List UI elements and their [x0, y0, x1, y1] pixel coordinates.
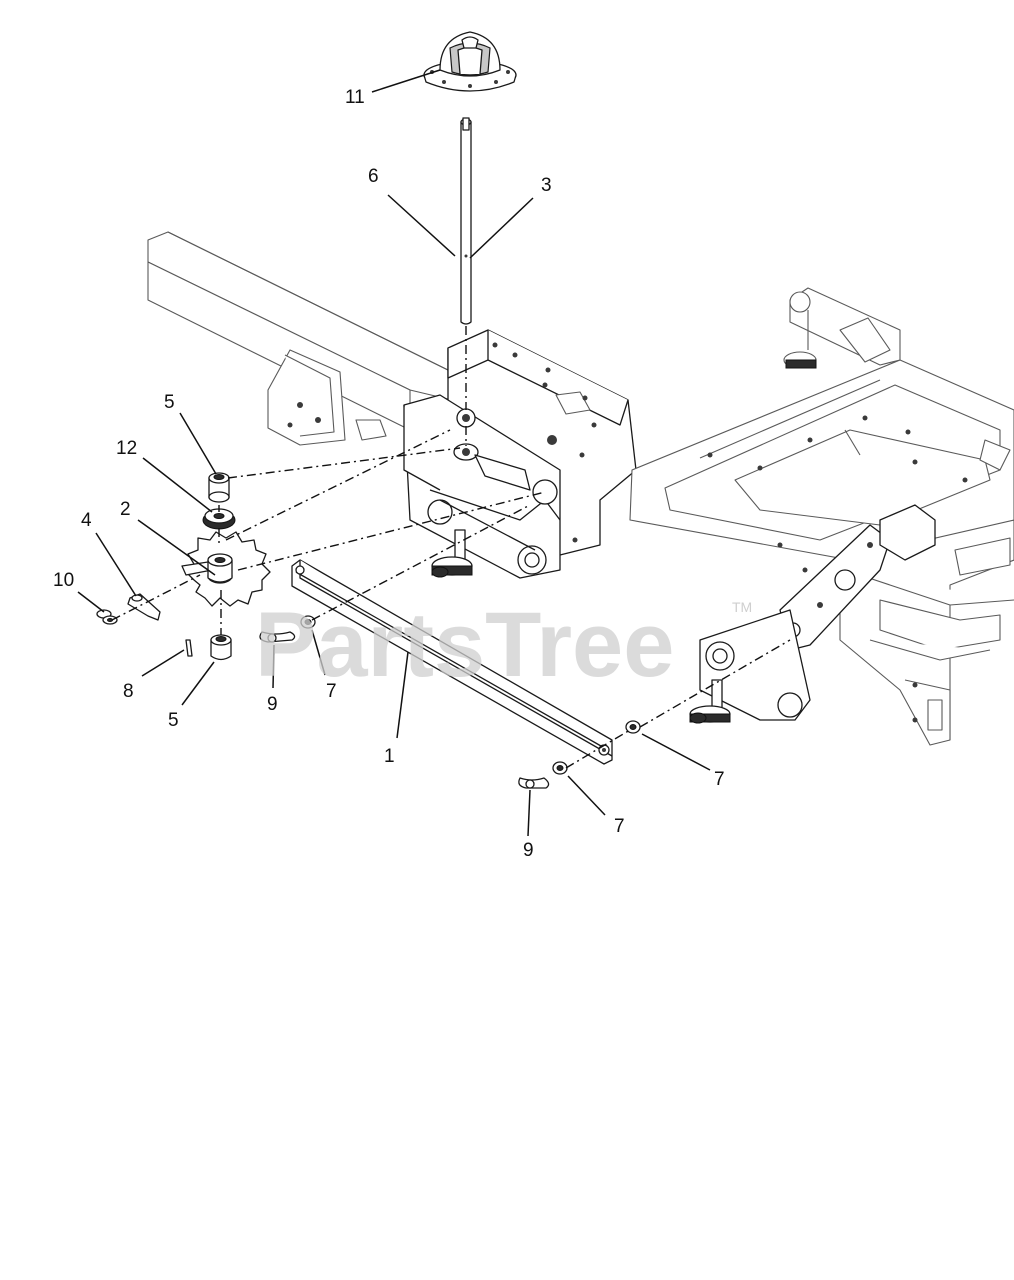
callout-12: 12	[116, 438, 137, 459]
part-7-washer-right-upper	[625, 720, 641, 734]
part-8-pin	[185, 639, 193, 657]
part-7-washer-right-lower	[552, 761, 568, 775]
callout-9-right: 9	[523, 840, 534, 861]
part-4-clip	[127, 593, 161, 621]
watermark-trademark: TM	[732, 599, 752, 615]
watermark: PartsTree TM	[255, 594, 752, 696]
part-7-washer-left	[300, 615, 316, 629]
leader-lines	[77, 69, 711, 837]
part-9-hairpin-right	[518, 777, 550, 789]
part-10-nut	[96, 609, 118, 625]
part-5-bushing-lower	[210, 634, 232, 661]
assembly-lines	[111, 326, 791, 769]
callout-9-left: 9	[267, 694, 278, 715]
callout-7-right-upper: 7	[714, 769, 725, 790]
watermark-text: PartsTree	[255, 594, 674, 696]
part-2-sprocket	[181, 531, 271, 607]
mower-frame	[147, 231, 1014, 746]
part-3-shaft	[460, 117, 472, 325]
part-9-hairpin-left	[259, 631, 296, 643]
callout-10: 10	[53, 570, 74, 591]
callout-4: 4	[81, 510, 92, 531]
callout-2: 2	[120, 499, 131, 520]
callout-7-left: 7	[326, 681, 337, 702]
callout-3: 3	[541, 175, 552, 196]
callout-5-upper: 5	[164, 392, 175, 413]
part-5-bushing-upper	[208, 472, 230, 503]
part-1-link-bar	[291, 559, 613, 765]
callout-labels: 11 6 3 5 12 4 2 10 8 5 9 7 1 7 7 9	[53, 87, 725, 861]
callout-1: 1	[384, 746, 395, 767]
callout-5-lower: 5	[168, 710, 179, 731]
callout-11: 11	[345, 87, 365, 108]
callout-7-right-lower: 7	[614, 816, 625, 837]
callout-8: 8	[123, 681, 134, 702]
part-11-control-knob	[423, 31, 517, 92]
callout-6: 6	[368, 166, 379, 187]
